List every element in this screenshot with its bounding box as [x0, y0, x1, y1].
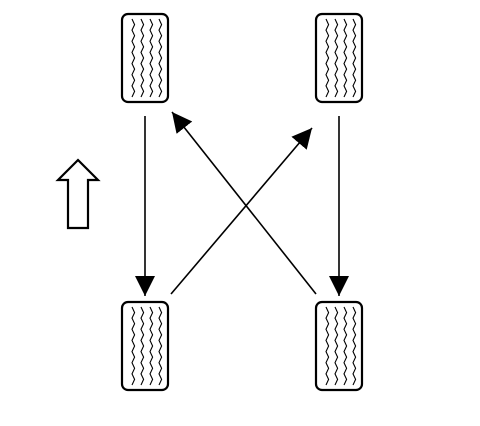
- tire-front-right: [314, 12, 364, 104]
- tire-body: [120, 300, 170, 392]
- tire-tread-line: [131, 18, 136, 98]
- tire-front-left: [120, 12, 170, 104]
- tire-tread-line: [149, 18, 154, 98]
- tire-body: [314, 12, 364, 104]
- tire-tread-line: [325, 18, 330, 98]
- tire-tread-line: [352, 18, 357, 98]
- arrow-rear-right-to-front-left: [171, 111, 317, 295]
- tire-tread-line: [352, 306, 357, 386]
- tire-tread-line: [158, 306, 163, 386]
- tire-body: [120, 12, 170, 104]
- tire-tread-line: [149, 306, 154, 386]
- tire-tread-line: [334, 306, 339, 386]
- tire-tread-line: [334, 18, 339, 98]
- tire-tread-line: [325, 306, 330, 386]
- tire-tread-line: [158, 18, 163, 98]
- tire-rear-right: [314, 300, 364, 392]
- tire-body: [314, 300, 364, 392]
- forward-direction-icon: [55, 158, 101, 230]
- tire-tread-line: [131, 306, 136, 386]
- tire-tread-line: [343, 18, 348, 98]
- tire-tread-line: [343, 306, 348, 386]
- tire-rear-left: [120, 300, 170, 392]
- tire-tread-line: [140, 306, 145, 386]
- arrow-rear-left-to-front-right: [170, 127, 313, 295]
- tire-tread-line: [140, 18, 145, 98]
